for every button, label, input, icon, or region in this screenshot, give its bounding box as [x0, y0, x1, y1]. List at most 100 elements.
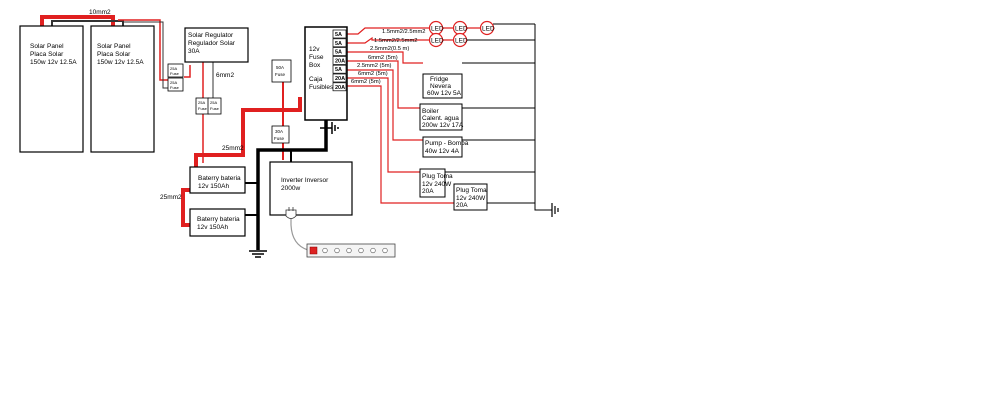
solar-regulator: Solar Regulator Regulador Solar 30A: [184, 27, 249, 63]
fridge-line3: 60w 12v 5A: [427, 90, 462, 97]
fusebox-line4: Caja: [309, 76, 323, 83]
fusebox-line3: Box: [309, 62, 321, 69]
inverter-line1: Inverter Inversor: [281, 177, 329, 184]
fusebox-line5: Fusibles: [309, 84, 334, 91]
fridge-line1: Fridge: [430, 76, 449, 83]
wire-returns: [445, 23, 535, 204]
fuse-slot: [332, 38, 347, 48]
battery2-line1: Baterry bateria: [197, 216, 240, 223]
wire-load-plug2: [347, 85, 454, 204]
solar-panel-1: Solar Panel Placa Solar 150w 12v 12.5A: [19, 25, 84, 153]
panel1-line3: 150w 12v 12.5A: [30, 59, 77, 66]
plug2-line1: Plug Toma: [456, 187, 487, 194]
boiler-box: Boiler Calent. agua 200w 12v 17A: [419, 103, 464, 131]
fuse-panel-a: 25A Fuse: [167, 63, 184, 78]
fuse-slot: [332, 82, 347, 92]
boiler-line3: 200w 12v 17A: [422, 122, 464, 129]
fuse-reg-b-line1: 25A: [210, 100, 217, 105]
led-1-label: LED: [431, 26, 444, 33]
fuse-reg-a-line2: Fuse: [198, 106, 208, 111]
fuse-reg-a: 25A Fuse: [195, 97, 210, 115]
battery-2: Baterry bateria 12v 150Ah: [189, 208, 246, 237]
regulator-line1: Solar Regulator: [188, 32, 234, 39]
battery1-line1: Baterry bateria: [198, 175, 241, 182]
inverter-plug-icon: [285, 207, 297, 219]
fuse-reg-b: 25A Fuse: [207, 97, 222, 115]
cable-label: 6mm2 (5m): [358, 71, 388, 77]
ground-icon-battery: [249, 250, 267, 258]
fuse-50a-line1: 50A: [276, 65, 284, 70]
wire-fuse-to-regulator: [184, 65, 191, 78]
panel2-line3: 150w 12v 12.5A: [97, 59, 144, 66]
power-strip-icon: [306, 243, 396, 258]
fuse-50a: 50A Fuse: [271, 59, 292, 83]
led-4-label: LED: [431, 38, 444, 45]
inverter: Inverter Inversor 2000w: [269, 161, 353, 216]
fuse-slot: [332, 47, 347, 56]
cable-label: 2.5mm2(0.5 m): [370, 46, 409, 52]
wire-load-plug1: [347, 77, 420, 173]
cable-label: 1.5mm2/2.5mm2: [382, 29, 426, 35]
fuse-slot-label: 5A: [335, 50, 342, 56]
regulator-line2: Regulador Solar: [188, 40, 236, 47]
pump-line2: 40w 12v 4A: [425, 148, 460, 155]
fuse-panel-b: 25A Fuse: [167, 77, 184, 92]
wire-battery-neg: [245, 182, 258, 216]
fuse-slot: [332, 56, 347, 65]
plug1-line2: 12v 240W: [422, 181, 452, 188]
fuse-slot-label: 5A: [335, 41, 342, 47]
plug1-line1: Plug Toma: [422, 173, 453, 180]
cable-label: 1.5mm2/2.5mm2: [374, 38, 418, 44]
solar-panel-2: Solar Panel Placa Solar 150w 12v 12.5A: [90, 25, 155, 153]
panel1-line1: Solar Panel: [30, 43, 64, 50]
fuse-slot-label: 20A: [335, 85, 345, 91]
panel1-line2: Placa Solar: [30, 51, 64, 58]
wire-load-fridge: [347, 51, 423, 64]
cable-labels: 1.5mm2/2.5mm2 1.5mm2/2.5mm2 2.5mm2(0.5 m) 6…: [351, 29, 426, 85]
fuse-slot: [332, 64, 347, 74]
fuse-slot: [332, 29, 347, 39]
fuse-slot: [332, 73, 347, 83]
wire-return-bus: [534, 24, 552, 211]
inverter-line2: 2000w: [281, 185, 300, 192]
wire-load-led1: [347, 27, 430, 35]
wire-load-led2: [347, 36, 430, 44]
wire-panel-to-fuse-neg: [123, 21, 168, 89]
boiler-line2: Calent. agua: [422, 115, 459, 122]
fuse-panel-a-line1: 25A: [170, 66, 177, 71]
fusebox-line2: Fuse: [309, 54, 324, 61]
fridge-box: Fridge Nevera 60w 12v 5A: [422, 73, 463, 99]
fuse-panel-a-line2: Fuse: [170, 71, 180, 76]
fuse-slot-label: 20A: [335, 76, 345, 82]
cable-label-reg: 6mm2: [216, 72, 234, 79]
boiler-line1: Boiler: [422, 108, 439, 115]
fuse-30a-line1: 30A: [275, 129, 283, 134]
ground-icon-fusebox: [320, 120, 339, 134]
led-5-label: LED: [455, 38, 468, 45]
cable-label: 2.5mm2 (5m): [357, 63, 392, 69]
plug2-line3: 20A: [456, 202, 468, 209]
led-3-label: LED: [482, 26, 495, 33]
fuse-30a: 30A Fuse: [271, 125, 290, 144]
ground-icon-loads: [551, 203, 559, 217]
led-2-label: LED: [455, 26, 468, 33]
fuse-slot-label: 20A: [335, 58, 345, 64]
panel2-line1: Solar Panel: [97, 43, 131, 50]
plug1-line3: 20A: [422, 188, 434, 195]
fuse-panel-b-line2: Fuse: [170, 85, 180, 90]
cable-label: 6mm2 (5m): [368, 55, 398, 61]
wire-panel-negative: [51, 20, 124, 26]
fuse-50a-line2: Fuse: [275, 72, 286, 77]
cable-label-top: 10mm2: [89, 9, 111, 16]
battery1-line2: 12v 150Ah: [198, 183, 229, 190]
wire-load-boiler: [347, 60, 420, 109]
wire-inverter-outlet: [290, 215, 309, 251]
plug2-box: Plug Toma 12v 240W 20A: [453, 183, 488, 211]
wire-led-chain: [442, 27, 481, 41]
cable-label-battery-top: 25mm2: [222, 145, 244, 152]
cable-label: 6mm2 (5m): [351, 79, 381, 85]
battery-1: Baterry bateria 12v 150Ah: [189, 166, 246, 194]
plug2-line2: 12v 240W: [456, 195, 486, 202]
